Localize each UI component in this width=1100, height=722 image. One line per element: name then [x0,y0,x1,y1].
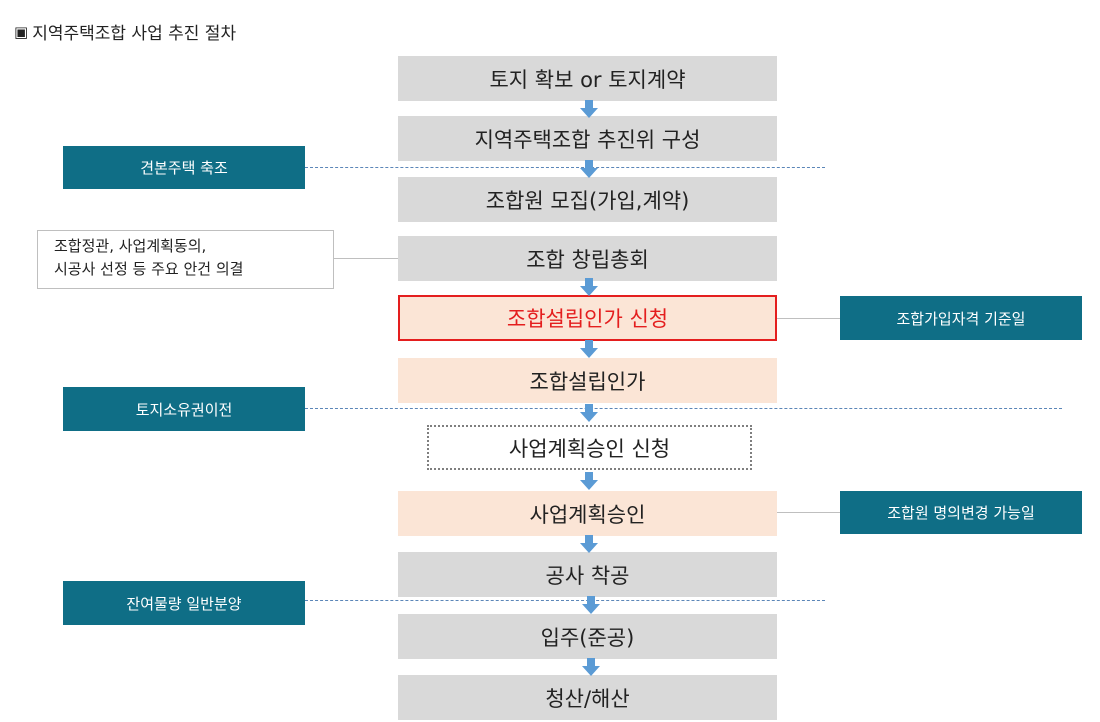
down-arrow-icon [580,535,598,553]
tag-label: 조합가입자격 기준일 [896,309,1026,328]
step-establishment-approval-application: 조합설립인가 신청 [398,295,777,341]
step-label: 지역주택조합 추진위 구성 [474,127,701,152]
title-marker: ▣ [14,22,29,41]
step-promotion-committee: 지역주택조합 추진위 구성 [398,116,777,161]
down-arrow-icon [580,404,598,422]
down-arrow-icon [582,596,600,614]
connector-membership-date [777,318,840,319]
tag-land-ownership-transfer: 토지소유권이전 [63,387,305,431]
tag-label: 견본주택 축조 [140,159,228,177]
step-label: 공사 착공 [545,563,630,588]
down-arrow-icon [582,658,600,676]
step-label: 사업계획승인 신청 [508,436,671,461]
connector-note [334,258,398,259]
step-label: 청산/해산 [545,686,630,711]
step-label: 조합원 모집(가입,계약) [485,188,690,213]
step-founding-general-meeting: 조합 창립총회 [398,236,777,281]
down-arrow-icon [580,472,598,490]
step-label: 입주(준공) [540,625,635,650]
step-label: 토지 확보 or 토지계약 [489,67,686,92]
step-label: 사업계획승인 [529,502,646,527]
step-label: 조합설립인가 신청 [506,307,669,331]
tag-membership-qualification-date: 조합가입자격 기준일 [840,296,1082,340]
tag-label: 잔여물량 일반분양 [126,594,242,613]
tag-general-sale: 잔여물량 일반분양 [63,581,305,625]
step-liquidation: 청산/해산 [398,675,777,720]
connector-name-change-date [777,512,840,513]
dashed-line-model-house [305,167,825,168]
down-arrow-icon [580,278,598,296]
step-member-recruitment: 조합원 모집(가입,계약) [398,177,777,222]
down-arrow-icon [580,100,598,118]
dashed-line-general-sale [305,600,825,601]
diagram-title: ▣ 지역주택조합 사업 추진 절차 [14,19,237,45]
step-land-acquisition: 토지 확보 or 토지계약 [398,56,777,101]
tag-member-name-change-date: 조합원 명의변경 가능일 [840,491,1082,534]
title-text: 지역주택조합 사업 추진 절차 [32,24,237,44]
note-line-2: 시공사 선정 등 주요 안건 의결 [54,260,244,278]
tag-model-house: 견본주택 축조 [63,146,305,189]
agenda-note: 조합정관, 사업계획동의, 시공사 선정 등 주요 안건 의결 [37,230,334,289]
down-arrow-icon [580,340,598,358]
down-arrow-icon [580,160,598,178]
tag-label: 조합원 명의변경 가능일 [887,504,1035,522]
step-business-plan-application: 사업계획승인 신청 [427,425,752,470]
tag-label: 토지소유권이전 [135,400,233,419]
step-label: 조합 창립총회 [526,247,649,272]
dashed-line-land-transfer [305,408,1062,409]
step-move-in: 입주(준공) [398,614,777,659]
step-label: 조합설립인가 [529,369,646,394]
step-establishment-approval: 조합설립인가 [398,358,777,403]
step-business-plan-approval: 사업계획승인 [398,491,777,536]
note-line-1: 조합정관, 사업계획동의, [54,237,207,255]
step-construction-start: 공사 착공 [398,552,777,597]
